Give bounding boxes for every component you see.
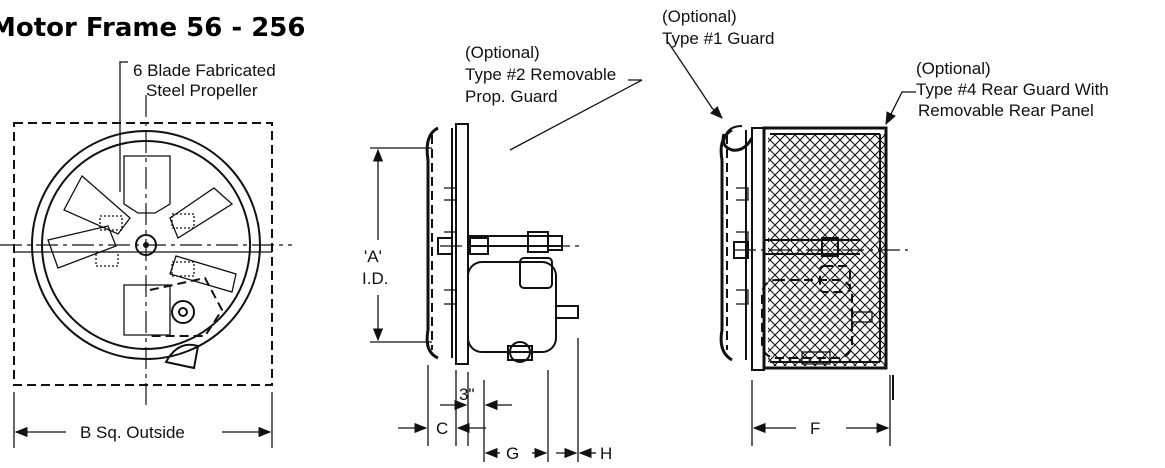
dimension-a: 'A': [364, 247, 382, 266]
propeller-label-line1: 6 Blade Fabricated: [133, 61, 276, 80]
side-view: 'A' I.D. (Optional) Type #2 Removable Pr…: [362, 43, 643, 463]
propeller-label-line2: Steel Propeller: [146, 81, 258, 100]
guard1-leader: [667, 41, 723, 119]
guard2-line2: Type #2 Removable: [465, 65, 616, 84]
housing-outline: [13, 122, 273, 386]
guard4-leader: [885, 91, 916, 126]
guard2-leader: [509, 79, 643, 151]
front-view: 6 Blade Fabricated Steel Propeller B Sq.…: [0, 61, 292, 448]
type1-guard: [721, 133, 754, 152]
rear-guard-view: F (Optional) Type #1 Guard (Optional) Ty…: [662, 7, 1109, 446]
dimension-c: C: [436, 419, 448, 438]
propeller-blades: [47, 155, 237, 336]
guard2-line1: (Optional): [465, 43, 540, 62]
motor-body: [467, 261, 557, 353]
propeller-leader: [119, 61, 128, 192]
propeller-hub: [135, 234, 157, 256]
guard1-line1: (Optional): [662, 7, 737, 26]
diagram-title: Motor Frame 56 - 256: [0, 13, 306, 43]
frame-panel-rear: [751, 127, 765, 371]
dimension-a-id: I.D.: [362, 269, 388, 288]
guard4-line2: Type #4 Rear Guard With: [916, 80, 1109, 99]
dimension-h: H: [600, 444, 612, 463]
frame-panel: [455, 123, 469, 365]
guard4-line1: (Optional): [916, 59, 991, 78]
dimension-b: B Sq. Outside: [80, 423, 185, 442]
guard1-line2: Type #1 Guard: [662, 29, 774, 48]
guard4-line3: Removable Rear Panel: [918, 101, 1094, 120]
dimension-g: G: [506, 444, 519, 463]
motor-shaft: [555, 305, 579, 319]
dimension-f: F: [810, 419, 820, 438]
guard2-line3: Prop. Guard: [465, 87, 558, 106]
rear-guard-box: [762, 126, 888, 370]
dimension-3in: 3": [459, 385, 475, 404]
pulley: [171, 300, 195, 324]
